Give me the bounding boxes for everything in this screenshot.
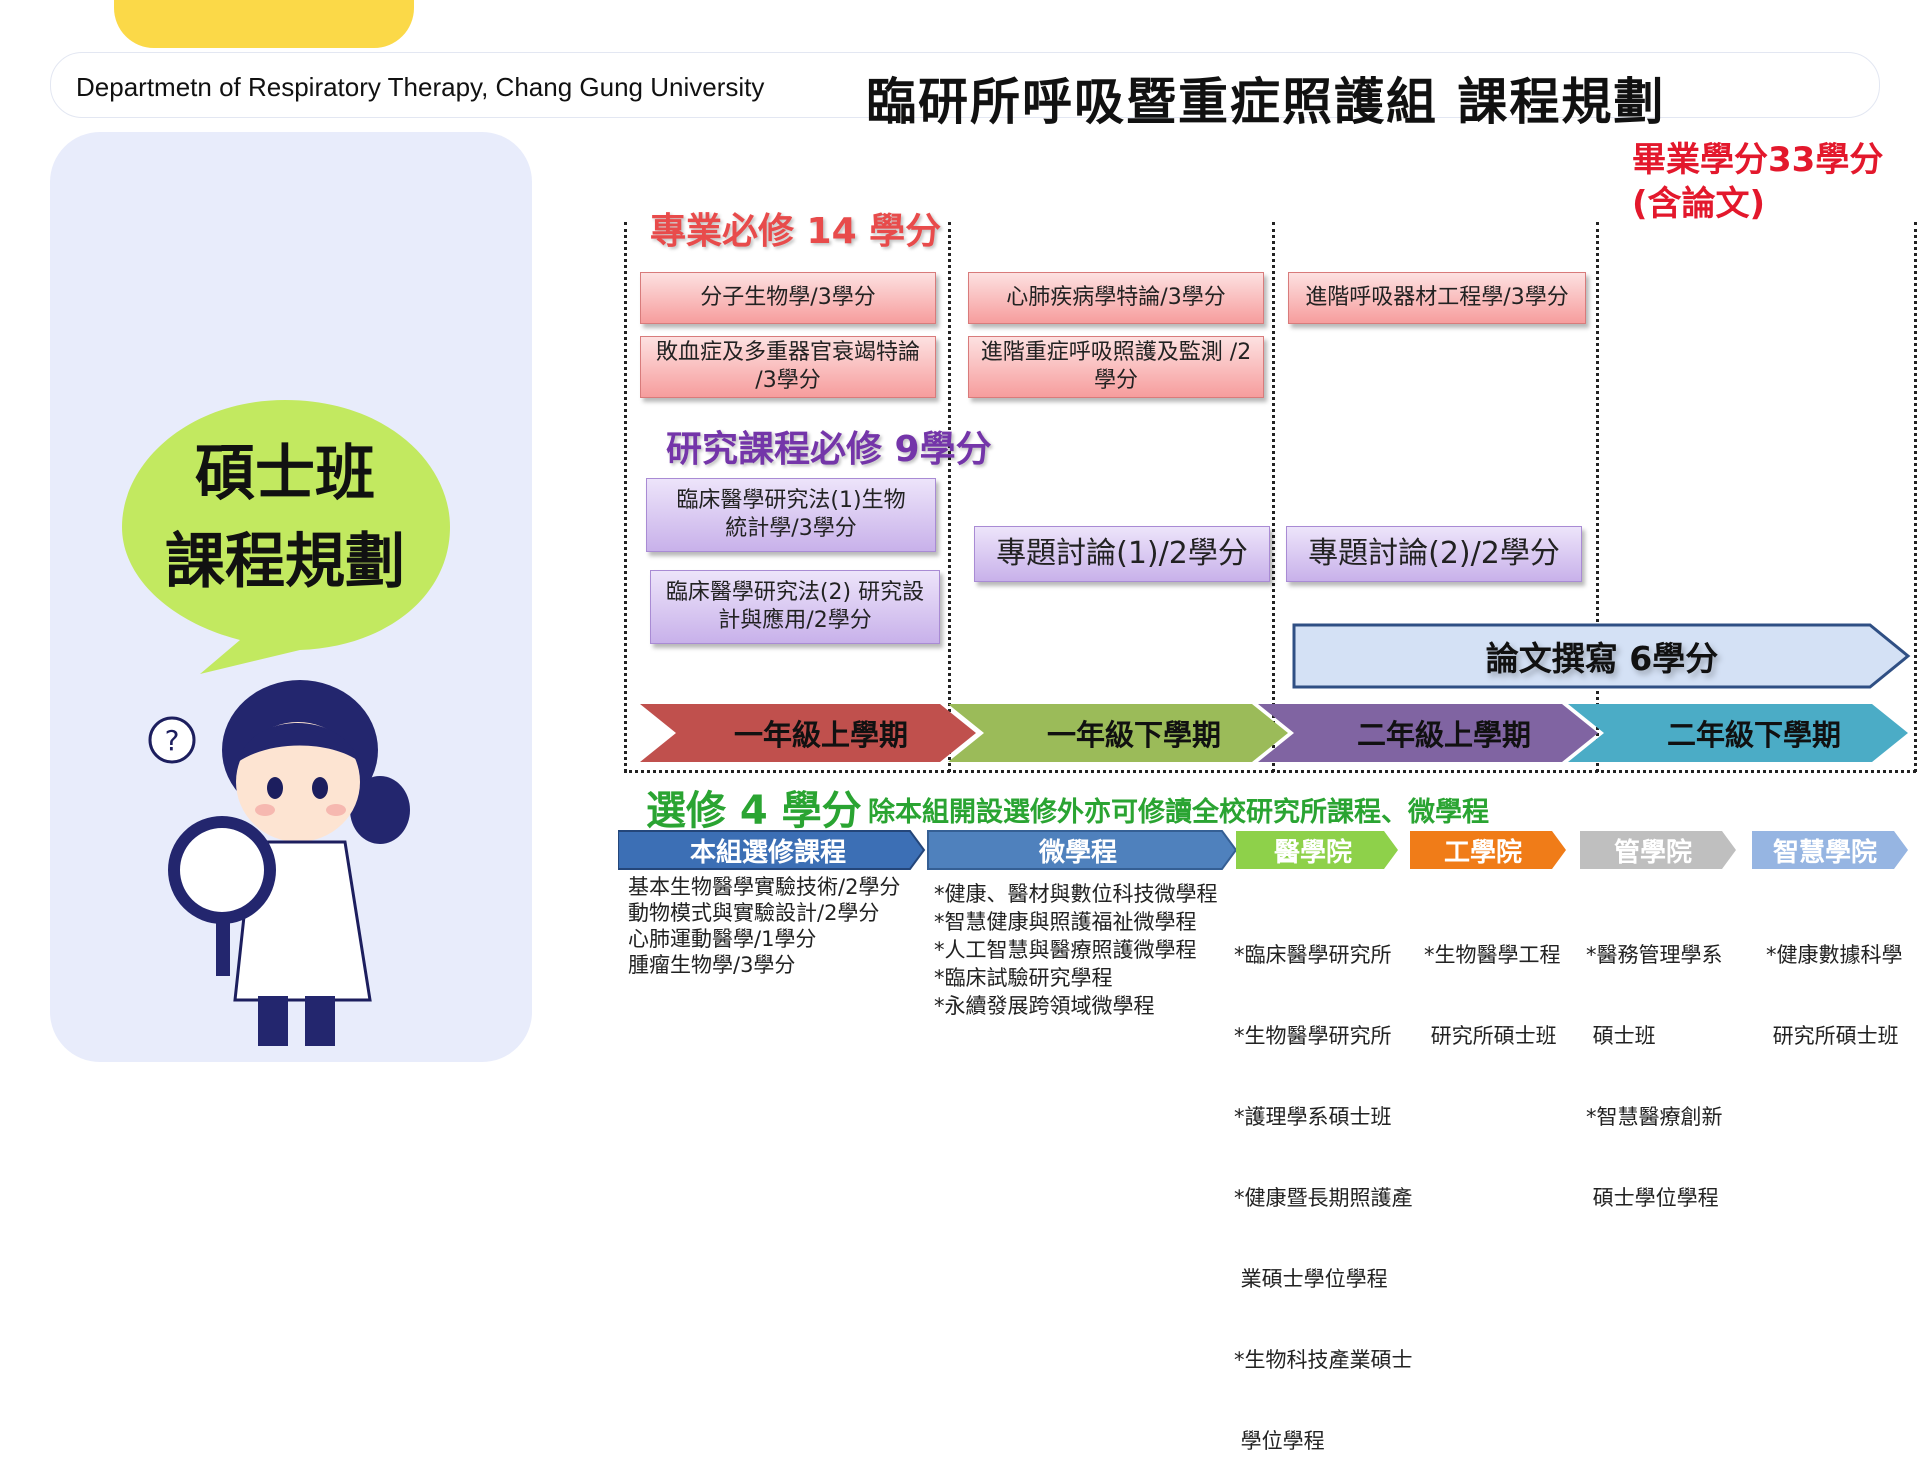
elective-item: 基本生物醫學實驗技術/2學分: [628, 875, 901, 899]
graduation-credits-line1: 畢業學分33學分: [1632, 140, 1884, 180]
elective-item: *智慧健康與照護福祉微學程: [934, 910, 1197, 934]
required-course: 分子生物學/3學分: [640, 272, 936, 324]
elective-item: 碩士學位學程: [1586, 1186, 1719, 1210]
required-section-title: 專業必修 14 學分: [650, 211, 942, 252]
elective-category: 微學程: [1038, 837, 1117, 868]
elective-item: *人工智慧與醫療照護微學程: [934, 938, 1197, 962]
elective-item: 動物模式與實驗設計/2學分: [628, 901, 880, 925]
divider-col-5: [1914, 222, 1917, 772]
elective-item: *智慧醫療創新: [1586, 1105, 1723, 1129]
elective-item: 碩士班: [1586, 1024, 1656, 1048]
research-course: 專題討論(1)/2學分: [974, 526, 1270, 582]
research-section-title: 研究課程必修 9學分: [666, 429, 992, 470]
elective-list: *健康數據科學 研究所碩士班: [1766, 888, 1903, 1077]
divider-col-1: [624, 222, 627, 772]
bubble-title-line1: 碩士班: [195, 439, 375, 509]
research-course: 臨床醫學研究法(1)生物 統計學/3學分: [646, 478, 936, 552]
divider-col-4: [1596, 222, 1599, 772]
elective-item: *健康、醫材與數位科技微學程: [934, 882, 1218, 906]
divider-col-2: [948, 222, 951, 772]
elective-item: *臨床試驗研究學程: [934, 966, 1113, 990]
graduation-credits: 畢業學分33學分 (含論文): [1632, 138, 1883, 226]
elective-list: *臨床醫學研究所 *生物醫學研究所 *護理學系碩士班 *健康暨長期照護產 業碩士…: [1234, 888, 1413, 1482]
elective-category: 工學院: [1443, 837, 1522, 868]
elective-category-arrows: [618, 830, 1908, 870]
elective-item: *健康暨長期照護產: [1234, 1186, 1413, 1210]
elective-item: *健康數據科學: [1766, 943, 1903, 967]
elective-item: 業碩士學位學程: [1234, 1267, 1388, 1291]
elective-item: *護理學系碩士班: [1234, 1105, 1392, 1129]
elective-item: 學位學程: [1234, 1429, 1325, 1453]
elective-category: 本組選修課程: [689, 837, 846, 868]
elective-item: 研究所碩士班: [1424, 1024, 1557, 1048]
header-bar: [50, 52, 1880, 118]
speech-bubble: [122, 400, 450, 674]
divider-bottom: [624, 770, 1916, 773]
bubble-title-line2: 課程規劃: [165, 527, 405, 597]
semester-label: 一年級下學期: [1046, 718, 1221, 752]
elective-note: 除本組開設選修外亦可修讀全校研究所課程、微學程: [868, 797, 1489, 828]
elective-item: *永續發展跨領域微學程: [934, 994, 1155, 1018]
required-course: 敗血症及多重器官衰竭特論 /3學分: [640, 336, 936, 398]
elective-item: 研究所碩士班: [1766, 1024, 1899, 1048]
elective-item: *醫務管理學系: [1586, 943, 1723, 967]
required-course: 心肺疾病學特論/3學分: [968, 272, 1264, 324]
elective-item: *生物科技產業碩士: [1234, 1348, 1413, 1372]
divider-col-3: [1272, 222, 1275, 772]
semester-label: 一年級上學期: [733, 718, 908, 752]
semester-timeline: [640, 704, 1908, 762]
elective-list: 基本生物醫學實驗技術/2學分 動物模式與實驗設計/2學分 心肺運動醫學/1學分 …: [628, 874, 900, 978]
elective-item: *生物醫學工程: [1424, 943, 1561, 967]
elective-list: *醫務管理學系 碩士班 *智慧醫療創新 碩士學位學程: [1586, 888, 1723, 1239]
elective-item: 腫瘤生物學/3學分: [628, 953, 796, 977]
elective-list: *生物醫學工程 研究所碩士班: [1424, 888, 1561, 1077]
elective-category: 智慧學院: [1772, 837, 1877, 868]
elective-category: 醫學院: [1273, 837, 1352, 868]
student-illustration: ?: [148, 680, 410, 1046]
page-title: 臨研所呼吸暨重症照護組 課程規劃: [866, 73, 1666, 131]
svg-text:?: ?: [165, 724, 180, 757]
elective-item: *臨床醫學研究所: [1234, 943, 1392, 967]
elective-category: 管學院: [1613, 837, 1692, 868]
elective-item: *生物醫學研究所: [1234, 1024, 1392, 1048]
required-course: 進階重症呼吸照護及監測 /2學分: [968, 336, 1264, 398]
semester-label: 二年級上學期: [1356, 718, 1531, 752]
graduation-credits-line2: (含論文): [1632, 184, 1766, 224]
elective-title: 選修 4 學分: [646, 788, 862, 834]
elective-item: 心肺運動醫學/1學分: [628, 927, 817, 951]
semester-label: 二年級下學期: [1666, 718, 1841, 752]
header-accent-tab: [114, 0, 414, 48]
research-course: 臨床醫學研究法(2) 研究設計與應用/2學分: [650, 570, 940, 644]
research-course: 專題討論(2)/2學分: [1286, 526, 1582, 582]
required-course: 進階呼吸器材工程學/3學分: [1288, 272, 1586, 324]
thesis-label: 論文撰寫 6學分: [1485, 639, 1719, 678]
thesis-arrow: [1292, 623, 1911, 689]
elective-list: *健康、醫材與數位科技微學程 *智慧健康與照護福祉微學程 *人工智慧與醫療照護微…: [934, 880, 1218, 1020]
department-name: Departmetn of Respiratory Therapy, Chang…: [76, 72, 765, 102]
